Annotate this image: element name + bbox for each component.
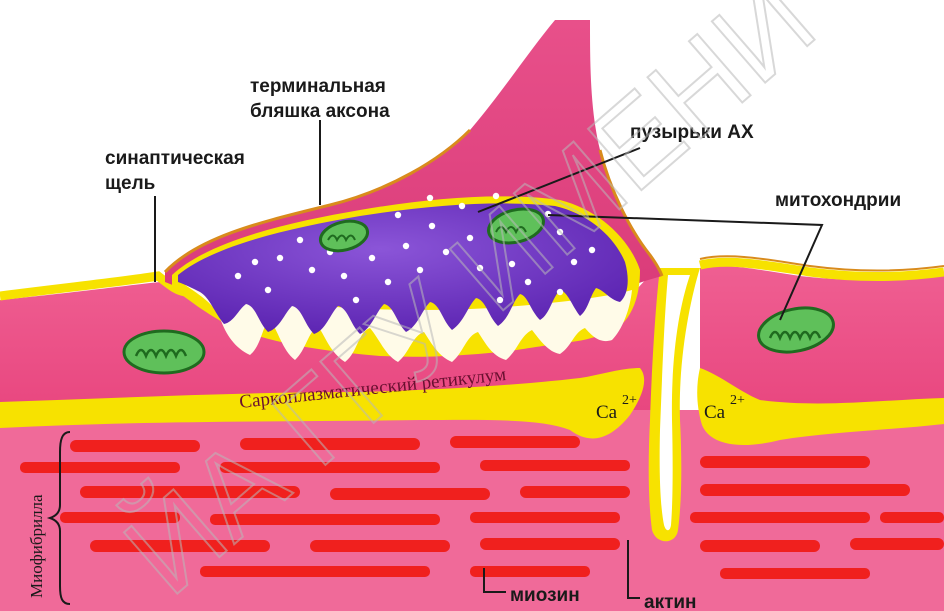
label-synaptic-cleft-1: синаптическая: [105, 148, 245, 169]
label-terminal-plate-2: бляшка аксона: [250, 101, 390, 122]
label-mitochondria: митохондрии: [775, 190, 901, 211]
label-terminal-plate-1: терминальная: [250, 76, 386, 97]
label-actin: актин: [644, 592, 697, 611]
svg-text:Ca: Ca: [704, 402, 726, 423]
svg-text:Ca: Ca: [596, 402, 618, 423]
svg-text:2+: 2+: [730, 393, 745, 408]
label-myofibril: Миофибрилла: [27, 494, 46, 598]
svg-text:2+: 2+: [622, 393, 637, 408]
mitochondrion-muscle-left: [124, 331, 204, 373]
label-synaptic-cleft-2: щель: [105, 173, 155, 194]
label-myosin: миозин: [510, 585, 580, 606]
